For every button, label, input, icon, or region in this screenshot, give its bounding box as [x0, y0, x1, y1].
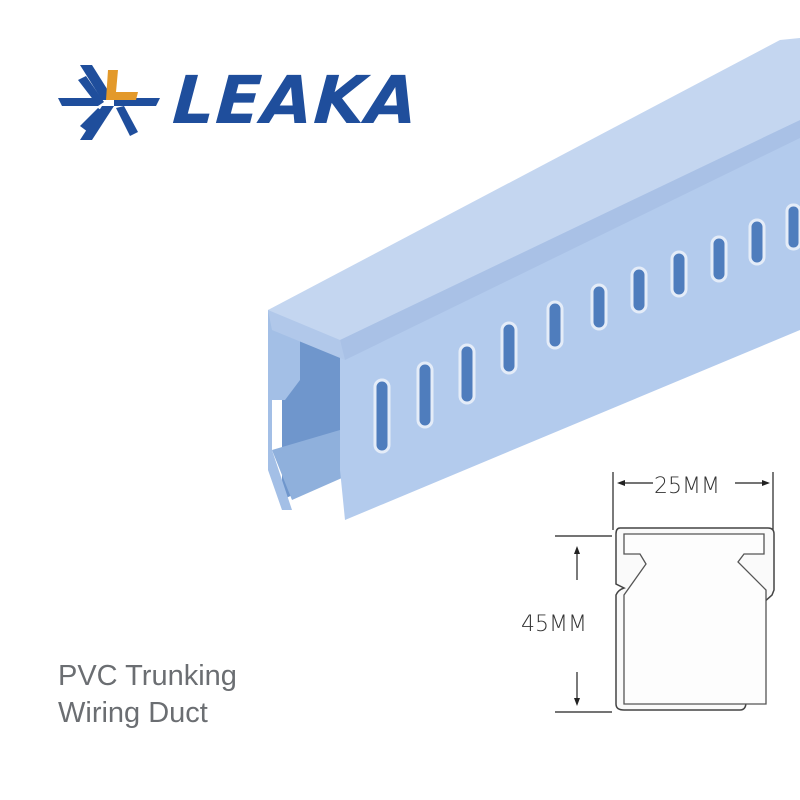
product-title: PVC Trunking Wiring Duct — [58, 658, 237, 732]
product-title-line1: PVC Trunking — [58, 660, 237, 692]
brand-logo: LEAKA — [58, 62, 421, 142]
product-title-line2: Wiring Duct — [58, 697, 208, 729]
cross-section-diagram — [555, 472, 775, 713]
snowflake-logo-icon — [58, 65, 160, 140]
width-dimension: 25MM — [654, 474, 720, 499]
height-dimension: 45MM — [521, 612, 587, 637]
